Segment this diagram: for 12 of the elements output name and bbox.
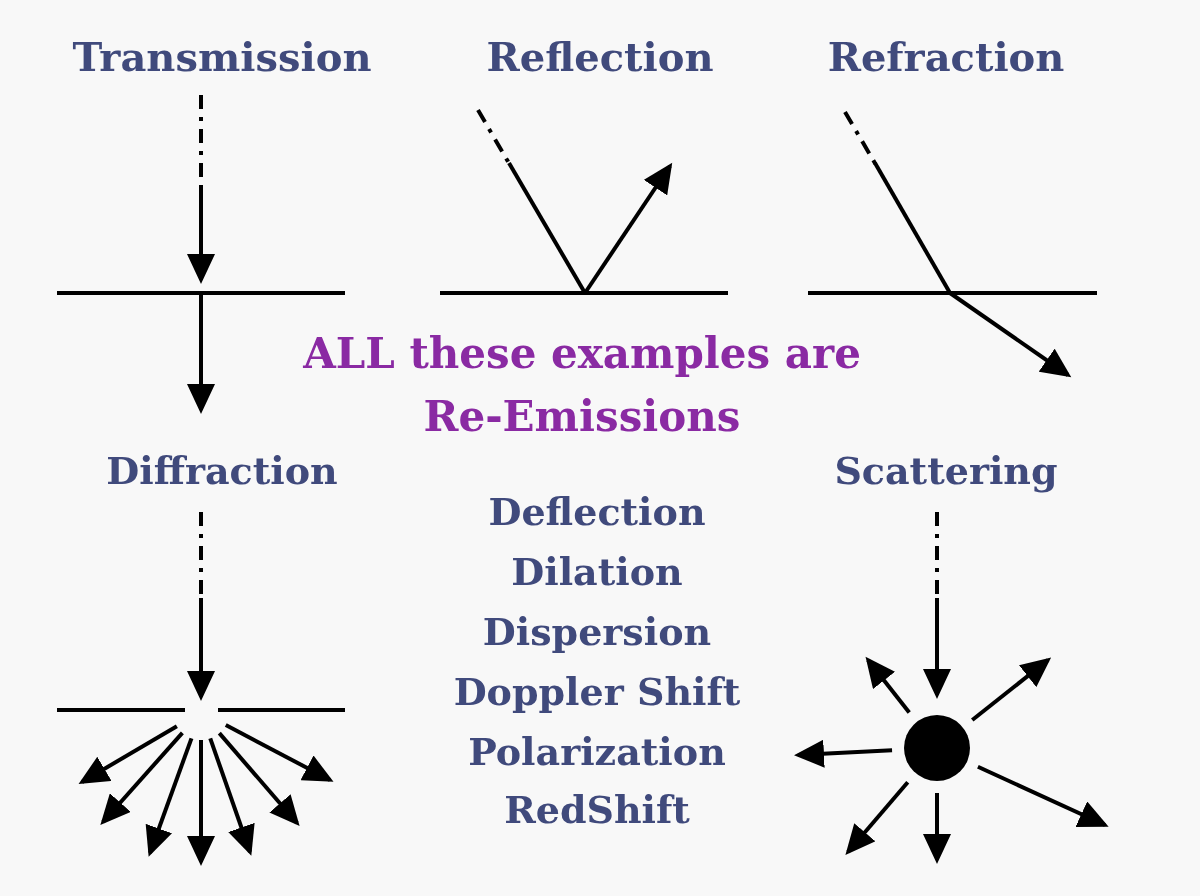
term-text: Dispersion xyxy=(481,608,713,656)
note-text: ALL these examples are Re-Emissions xyxy=(302,328,862,443)
heading: Transmission xyxy=(71,32,373,82)
heading: Diffraction xyxy=(105,447,339,495)
term-text: Polarization xyxy=(467,728,727,776)
term-text: Deflection xyxy=(487,488,707,536)
term-text: Doppler Shift xyxy=(452,668,742,716)
heading: Reflection xyxy=(485,32,715,82)
heading: Refraction xyxy=(826,32,1066,82)
term-text: RedShift xyxy=(503,786,691,834)
heading: Scattering xyxy=(833,447,1059,495)
term-text: Dilation xyxy=(510,548,684,596)
